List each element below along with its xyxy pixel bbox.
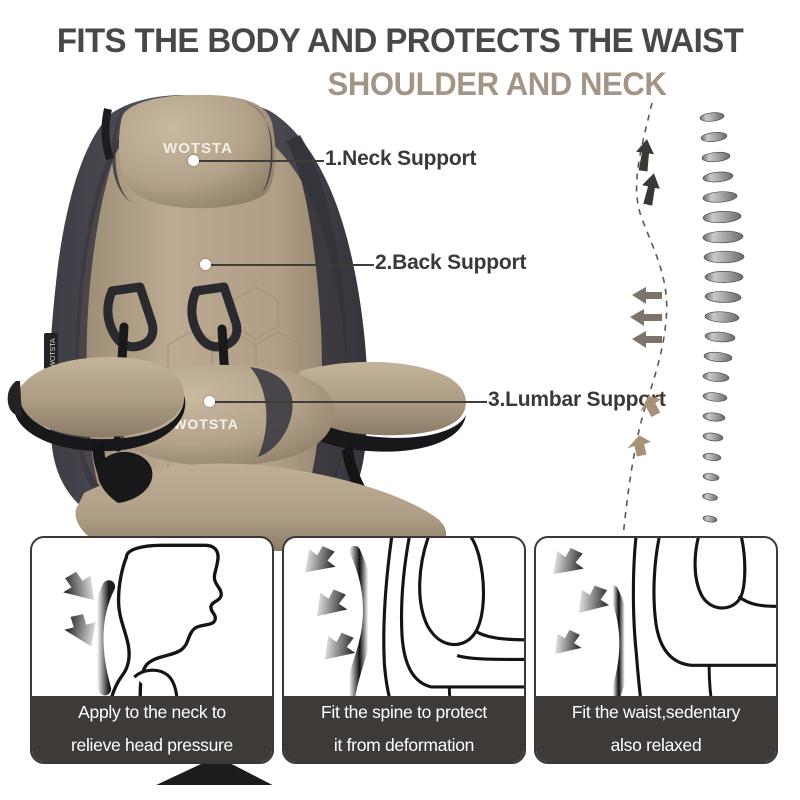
leader-dot-neck	[188, 155, 199, 166]
leader-line-back	[208, 264, 374, 266]
spine-arrows-back	[630, 287, 662, 348]
arrow-right-2	[316, 589, 348, 617]
arrow-right-3	[555, 629, 582, 655]
panel-neck[interactable]: Apply to the neck to relieve head pressu…	[30, 536, 274, 764]
arrow-right-1	[304, 546, 336, 573]
chair-side-tag: WOTSTA	[44, 333, 58, 369]
panel-spine-caption: Fit the spine to protect	[284, 696, 524, 762]
panel-spine-caption-line1: Fit the spine to protect	[321, 702, 487, 722]
panel-spine-caption-line2: it from deformation	[333, 735, 475, 756]
arrow-left-1	[63, 571, 95, 600]
spine-svg	[621, 102, 745, 548]
lumbar-logo: WOTSTA	[173, 416, 239, 432]
feature-panels: Apply to the neck to relieve head pressu…	[30, 536, 778, 764]
panel-neck-caption-line1: Apply to the neck to	[78, 702, 226, 722]
panel-waist[interactable]: Fit the waist,sedentary also relaxed	[534, 536, 778, 764]
panel-waist-caption-line2: also relaxed	[610, 735, 702, 756]
arrow-right-1	[553, 547, 584, 575]
callout-neck-support: 1.Neck Support	[325, 147, 477, 170]
chair-product-image: WOTSTA WOTSTA	[0, 94, 470, 800]
panel-neck-caption-line2: relieve head pressure	[71, 735, 233, 756]
seat-cushion	[75, 451, 447, 551]
panel-waist-illustration	[536, 538, 776, 714]
spine-diagram	[600, 95, 800, 555]
leader-line-lumbar	[212, 401, 487, 403]
headrest-logo: WOTSTA	[163, 140, 233, 157]
panel-waist-caption-line1: Fit the waist,sedentary	[571, 702, 741, 722]
leader-dot-back	[200, 259, 211, 270]
panel-spine[interactable]: Fit the spine to protect it from deforma…	[282, 536, 526, 764]
callout-back-support: 2.Back Support	[375, 251, 527, 274]
arrow-left-2	[64, 614, 96, 647]
headrest-pillow: WOTSTA	[101, 94, 276, 209]
callout-lumbar-support: 3.Lumbar Support	[488, 388, 666, 411]
chair-svg: WOTSTA WOTSTA	[7, 94, 466, 800]
panel-spine-illustration	[284, 538, 524, 714]
posture-curve	[621, 102, 668, 548]
arrow-right-3	[324, 632, 356, 660]
vertebrae-column	[699, 112, 745, 523]
leader-dot-lumbar	[204, 396, 215, 407]
header-titles: FITS THE BODY AND PROTECTS THE WAIST SHO…	[0, 24, 800, 100]
leader-line-neck	[196, 160, 324, 162]
panel-spine-caption-2: it from deformation	[284, 696, 524, 762]
panel-neck-illustration	[32, 538, 272, 715]
panel-neck-caption: Apply to the neck to	[32, 696, 272, 762]
svg-text:WOTSTA: WOTSTA	[50, 338, 57, 368]
page-title-primary: FITS THE BODY AND PROTECTS THE WAIST	[56, 22, 744, 60]
spine-arrows-lumbar	[627, 395, 662, 457]
arrow-right-2	[578, 585, 610, 613]
panel-waist-caption: Fit the waist,sedentary	[536, 696, 776, 762]
spine-arrows-neck	[636, 139, 660, 206]
panel-waist-caption-2: also relaxed	[536, 696, 776, 762]
panel-neck-caption-2: relieve head pressure	[32, 696, 272, 762]
page-title-secondary: SHOULDER AND NECK	[327, 66, 667, 102]
